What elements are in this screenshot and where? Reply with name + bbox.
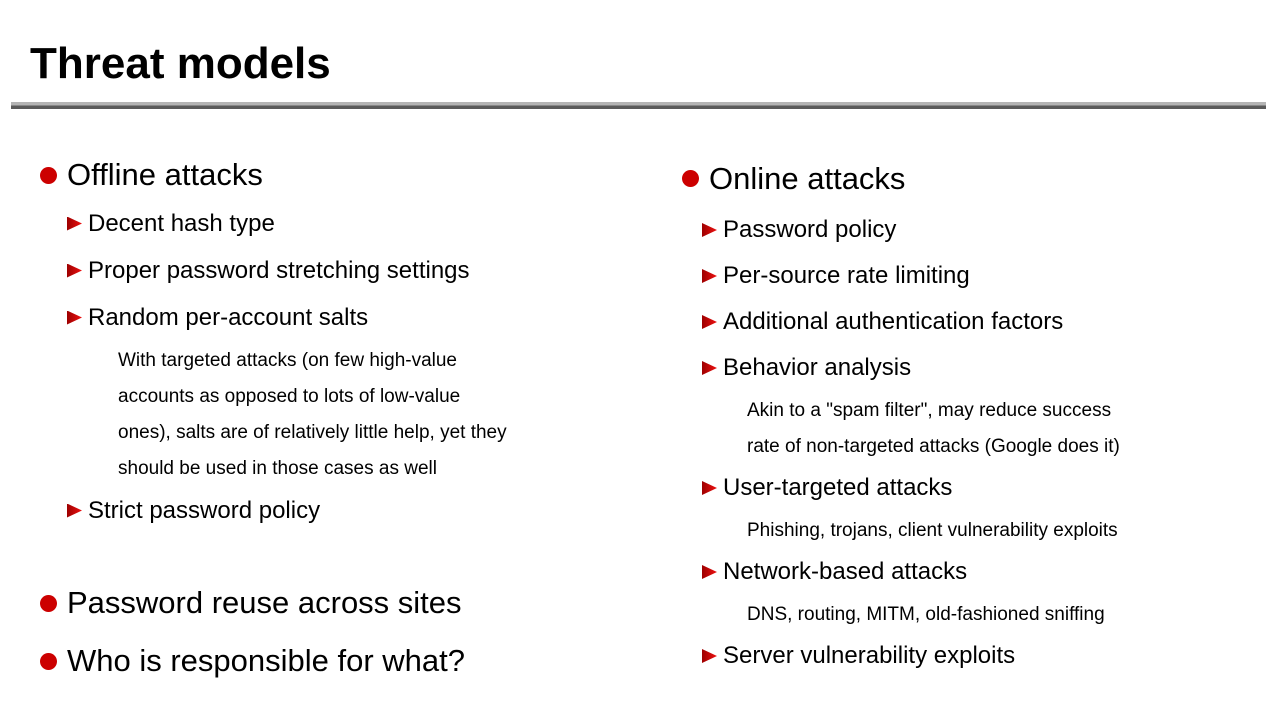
item-text: Behavior analysis bbox=[723, 354, 912, 381]
triangle-bullet-icon bbox=[67, 503, 82, 518]
bullet-item-level2: Proper password stretching settings bbox=[38, 247, 668, 294]
triangle-bullet-icon bbox=[67, 263, 82, 278]
triangle-bullet-icon bbox=[67, 310, 82, 325]
circle-bullet-icon bbox=[682, 170, 699, 187]
bullet-item-level2: Random per-account salts bbox=[38, 294, 668, 341]
item-text: Per-source rate limiting bbox=[723, 262, 970, 289]
note-block: With targeted attacks (on few high-value… bbox=[38, 343, 668, 487]
bullet-item-level1: Password reuse across sites bbox=[38, 574, 668, 632]
note-block: Phishing, trojans, client vulnerability … bbox=[680, 513, 1280, 549]
item-text: Decent hash type bbox=[88, 210, 275, 237]
item-text: Password policy bbox=[723, 216, 897, 243]
item-text: User-targeted attacks bbox=[723, 474, 953, 501]
bullet-item-level2: Strict password policy bbox=[38, 487, 668, 534]
item-text: Strict password policy bbox=[88, 497, 321, 524]
bullet-item-level2: Per-source rate limiting bbox=[680, 253, 1280, 299]
title-divider bbox=[11, 102, 1266, 109]
bullet-item-level2: Decent hash type bbox=[38, 200, 668, 247]
bullet-item-level2: Additional authentication factors bbox=[680, 299, 1280, 345]
triangle-bullet-icon bbox=[67, 216, 82, 231]
bullet-item-level1: Online attacks bbox=[680, 150, 1280, 207]
circle-bullet-icon bbox=[40, 594, 57, 612]
item-text: Proper password stretching settings bbox=[88, 257, 470, 284]
bullet-item-level2: Network-based attacks bbox=[680, 549, 1280, 595]
note-line: should be used in those cases as well bbox=[118, 458, 437, 479]
note-block: DNS, routing, MITM, old-fashioned sniffi… bbox=[680, 597, 1280, 633]
note-line: Akin to a "spam filter", may reduce succ… bbox=[747, 400, 1112, 421]
circle-bullet-icon bbox=[40, 166, 57, 184]
triangle-bullet-icon bbox=[702, 269, 717, 283]
item-text: Offline attacks bbox=[67, 157, 263, 192]
item-text: Network-based attacks bbox=[723, 558, 968, 585]
note-line: Phishing, trojans, client vulnerability … bbox=[747, 520, 1118, 541]
note-line: rate of non-targeted attacks (Google doe… bbox=[747, 436, 1120, 457]
vertical-spacer bbox=[38, 534, 668, 574]
triangle-bullet-icon bbox=[702, 649, 717, 663]
note-line: ones), salts are of relatively little he… bbox=[118, 422, 507, 443]
circle-bullet-icon bbox=[40, 652, 57, 670]
triangle-bullet-icon bbox=[702, 565, 717, 579]
bullet-item-level2: Password policy bbox=[680, 207, 1280, 253]
item-text: Random per-account salts bbox=[88, 304, 369, 331]
note-line: With targeted attacks (on few high-value bbox=[118, 350, 458, 371]
bullet-item-level2: User-targeted attacks bbox=[680, 465, 1280, 511]
bullet-item-level1: Offline attacks bbox=[38, 150, 668, 200]
note-line: accounts as opposed to lots of low-value bbox=[118, 386, 461, 407]
bullet-item-level2: Server vulnerability exploits bbox=[680, 633, 1280, 679]
item-text: Password reuse across sites bbox=[67, 585, 462, 620]
item-text: Additional authentication factors bbox=[723, 308, 1064, 335]
item-text: Who is responsible for what? bbox=[67, 643, 466, 678]
bullet-item-level2: Behavior analysis bbox=[680, 345, 1280, 391]
slide-title: Threat models bbox=[30, 39, 331, 88]
triangle-bullet-icon bbox=[702, 223, 717, 237]
note-block: Akin to a "spam filter", may reduce succ… bbox=[680, 393, 1280, 465]
item-text: Online attacks bbox=[709, 161, 906, 196]
triangle-bullet-icon bbox=[702, 481, 717, 495]
triangle-bullet-icon bbox=[702, 361, 717, 375]
triangle-bullet-icon bbox=[702, 315, 717, 329]
note-line: DNS, routing, MITM, old-fashioned sniffi… bbox=[747, 604, 1105, 625]
bullet-item-level1: Who is responsible for what? bbox=[38, 632, 668, 690]
item-text: Server vulnerability exploits bbox=[723, 642, 1016, 669]
